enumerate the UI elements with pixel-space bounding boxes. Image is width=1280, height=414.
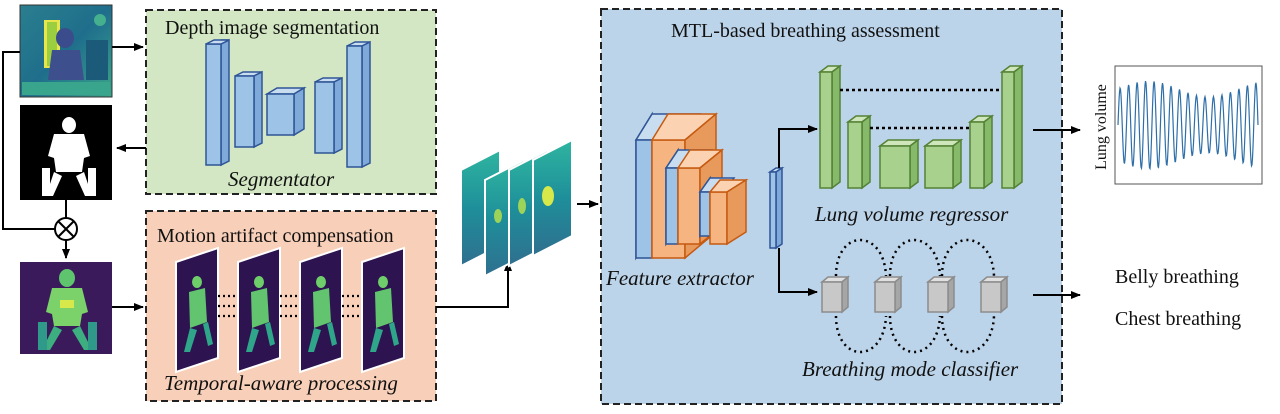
left-connectors [2, 43, 599, 311]
feature-extractor-label: Feature extractor [606, 266, 754, 290]
regressor-label: Lung volume regressor [815, 202, 1009, 226]
reg-block-2 [845, 114, 873, 190]
seg-block-1 [205, 38, 230, 167]
seg-block-4 [314, 76, 343, 155]
classifier-label: Breathing mode classifier [802, 357, 1019, 381]
mtl-title: MTL-based breathing assessment [671, 20, 940, 42]
reg-block-5 [967, 114, 995, 190]
lung-volume-regressor [817, 64, 1025, 190]
temporal-caption: Temporal-aware processing [164, 371, 398, 395]
depth-frame-icon [175, 246, 219, 374]
reg-block-1 [817, 64, 843, 190]
chest-breathing-label: Chest breathing [1115, 308, 1242, 330]
depth-image-icon [19, 4, 113, 98]
mtl-connectors [778, 125, 1081, 299]
segmentator-caption: Segmentator [228, 167, 335, 191]
segmentation-title: Depth image segmentation [165, 17, 380, 39]
cls-block-2 [872, 275, 904, 314]
depth-frame-icon [361, 246, 405, 374]
segmentator-network [205, 38, 371, 169]
seg-block-5 [346, 40, 371, 169]
mask-image-icon [20, 105, 112, 200]
frame-links [218, 294, 362, 318]
cls-block-4 [978, 275, 1010, 314]
waveform-icon [1114, 65, 1263, 185]
depth-frame-icon [299, 246, 343, 374]
breathing-mode-classifier [819, 238, 1010, 354]
belly-breathing-label: Belly breathing [1115, 266, 1239, 288]
feature-extractor [634, 111, 785, 261]
cls-block-1 [819, 275, 851, 314]
compensated-frames [460, 138, 573, 278]
temporal-frames [175, 246, 405, 374]
reg-block-3 [877, 138, 921, 190]
masked-depth-icon [20, 262, 112, 354]
reg-block-4 [922, 138, 964, 190]
seg-block-2 [234, 70, 263, 149]
cls-block-3 [925, 275, 957, 314]
depth-frame-icon [237, 246, 281, 374]
lung-volume-axis-label: Lung volume [1093, 84, 1110, 170]
reg-block-6 [999, 64, 1025, 190]
seg-block-3 [264, 86, 307, 137]
motion-title: Motion artifact compensation [157, 225, 394, 247]
multiply-icon [54, 217, 78, 241]
recurrent-loops [834, 238, 996, 354]
